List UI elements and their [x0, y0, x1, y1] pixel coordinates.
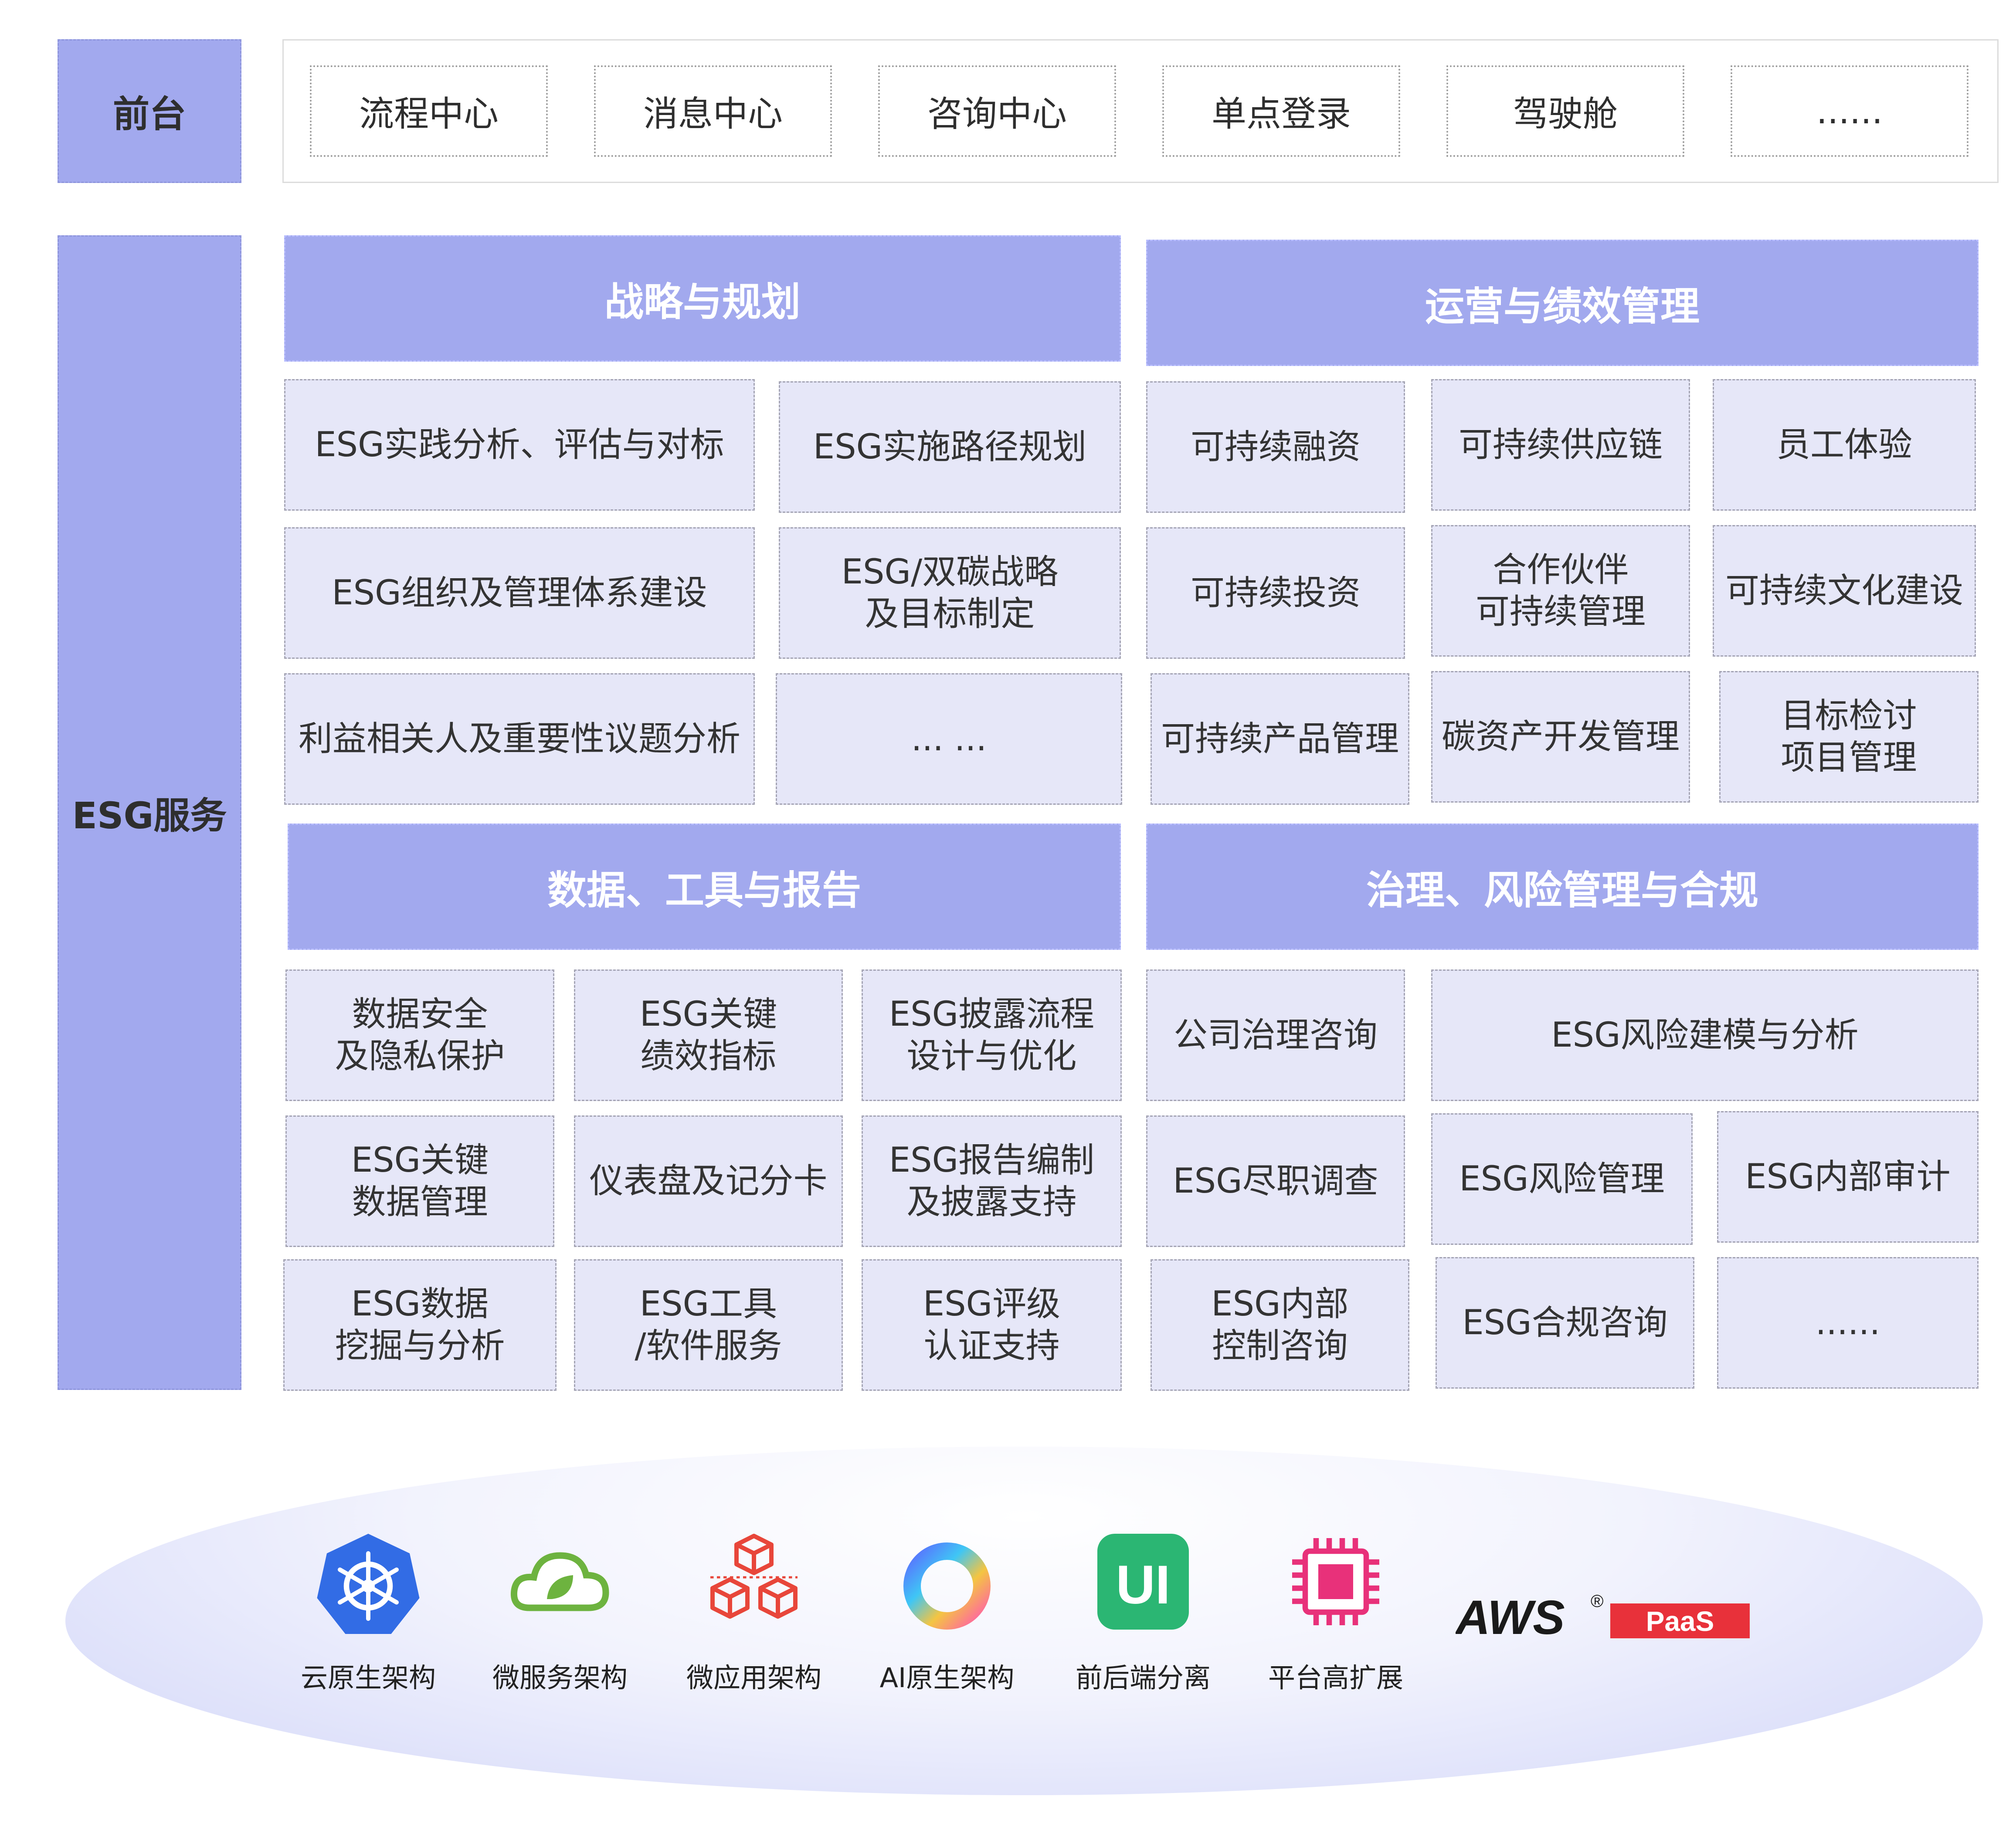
- strategy-cell[interactable]: ESG/双碳战略 及目标制定: [779, 527, 1121, 659]
- strategy-cell[interactable]: ESG组织及管理体系建设: [284, 527, 755, 659]
- governance-cell[interactable]: ESG内部审计: [1717, 1111, 1979, 1243]
- operations-cell[interactable]: 可持续文化建设: [1713, 525, 1976, 657]
- tech-label-ai-native: AI原生架构: [879, 1662, 1015, 1694]
- tech-label-cloud-native: 云原生架构: [300, 1662, 436, 1694]
- front-item-cockpit[interactable]: 驾驶舱: [1446, 65, 1684, 157]
- governance-cell[interactable]: ESG风险管理: [1431, 1113, 1693, 1245]
- operations-cell[interactable]: 合作伙伴 可持续管理: [1431, 525, 1690, 657]
- data-cell[interactable]: ESG关键 数据管理: [285, 1115, 554, 1247]
- data-cell[interactable]: ESG报告编制 及披露支持: [862, 1115, 1122, 1247]
- chip-icon: [1292, 1538, 1379, 1625]
- tech-label-frontend-backend: 前后端分离: [1075, 1662, 1211, 1694]
- tech-item-frontend-backend: UI 前后端分离: [1071, 1529, 1215, 1712]
- section-governance-header: 治理、风险管理与合规: [1146, 824, 1979, 950]
- data-cell[interactable]: ESG评级 认证支持: [862, 1259, 1122, 1391]
- paas-badge: [1610, 1603, 1750, 1638]
- tech-label-micro-app: 微应用架构: [686, 1662, 821, 1694]
- esg-services-label: ESG服务: [58, 235, 241, 1390]
- governance-cell[interactable]: ......: [1717, 1257, 1979, 1389]
- strategy-cell[interactable]: ... ...: [776, 673, 1122, 805]
- data-cell[interactable]: ESG数据 挖掘与分析: [283, 1259, 557, 1391]
- front-label-text: 前台: [112, 92, 186, 136]
- governance-cell[interactable]: ESG尽职调查: [1146, 1115, 1405, 1247]
- aws-logo-icon: AWS ® PaaS: [1454, 1591, 1750, 1644]
- operations-cell[interactable]: 员工体验: [1713, 379, 1976, 511]
- svg-text:UI: UI: [1116, 1555, 1171, 1615]
- tech-label-microservice: 微服务架构: [492, 1662, 628, 1694]
- operations-cell[interactable]: 可持续投资: [1146, 527, 1405, 659]
- section-strategy-header: 战略与规划: [284, 235, 1121, 362]
- tech-item-cloud-native: 云原生架构: [296, 1529, 440, 1712]
- aws-paas-logo: AWS ® PaaS: [1454, 1586, 1752, 1644]
- ui-icon: UI: [1097, 1534, 1189, 1630]
- data-cell[interactable]: ESG工具 /软件服务: [574, 1259, 843, 1391]
- operations-cell[interactable]: 目标检讨 项目管理: [1719, 671, 1979, 803]
- operations-cell[interactable]: 可持续融资: [1146, 381, 1405, 513]
- operations-cell[interactable]: 碳资产开发管理: [1431, 671, 1690, 803]
- front-item-single-sign-on[interactable]: 单点登录: [1162, 65, 1400, 157]
- data-cell[interactable]: ESG披露流程 设计与优化: [862, 969, 1122, 1101]
- tech-label-scalability: 平台高扩展: [1268, 1662, 1403, 1694]
- front-label: 前台: [58, 39, 241, 183]
- spring-cloud-icon: [510, 1552, 609, 1611]
- governance-cell[interactable]: ESG内部 控制咨询: [1151, 1259, 1409, 1391]
- strategy-cell[interactable]: ESG实施路径规划: [779, 381, 1121, 513]
- governance-cell[interactable]: ESG风险建模与分析: [1431, 969, 1979, 1101]
- esg-services-label-text: ESG服务: [72, 794, 227, 837]
- front-item-message-center[interactable]: 消息中心: [594, 65, 832, 157]
- paas-text: PaaS: [1646, 1606, 1714, 1637]
- tech-item-scalability: 平台高扩展: [1264, 1529, 1408, 1712]
- strategy-cell[interactable]: ESG实践分析、评估与对标: [284, 379, 755, 511]
- registered-mark: ®: [1591, 1592, 1603, 1611]
- cubes-icon: [710, 1534, 798, 1619]
- front-item-more[interactable]: ......: [1731, 65, 1968, 157]
- ai-ring-icon: [903, 1542, 991, 1630]
- strategy-cell[interactable]: 利益相关人及重要性议题分析: [284, 673, 755, 805]
- kubernetes-icon: [317, 1534, 420, 1634]
- section-data-header: 数据、工具与报告: [288, 824, 1121, 950]
- front-item-process-center[interactable]: 流程中心: [310, 65, 548, 157]
- data-cell[interactable]: 数据安全 及隐私保护: [285, 969, 554, 1101]
- governance-cell[interactable]: ESG合规咨询: [1436, 1257, 1694, 1389]
- data-cell[interactable]: 仪表盘及记分卡: [574, 1115, 843, 1247]
- governance-cell[interactable]: 公司治理咨询: [1146, 969, 1405, 1101]
- section-operations-header: 运营与绩效管理: [1146, 240, 1979, 366]
- operations-cell[interactable]: 可持续供应链: [1431, 379, 1690, 511]
- front-panel: [282, 39, 1999, 183]
- front-item-consulting-center[interactable]: 咨询中心: [878, 65, 1116, 157]
- tech-item-microservice: 微服务架构: [488, 1529, 632, 1712]
- operations-cell[interactable]: 可持续产品管理: [1151, 673, 1409, 805]
- tech-item-ai-native: AI原生架构: [875, 1529, 1019, 1712]
- data-cell[interactable]: ESG关键 绩效指标: [574, 969, 843, 1101]
- tech-item-micro-app: 微应用架构: [682, 1529, 826, 1712]
- aws-wordmark: AWS: [1456, 1591, 1565, 1643]
